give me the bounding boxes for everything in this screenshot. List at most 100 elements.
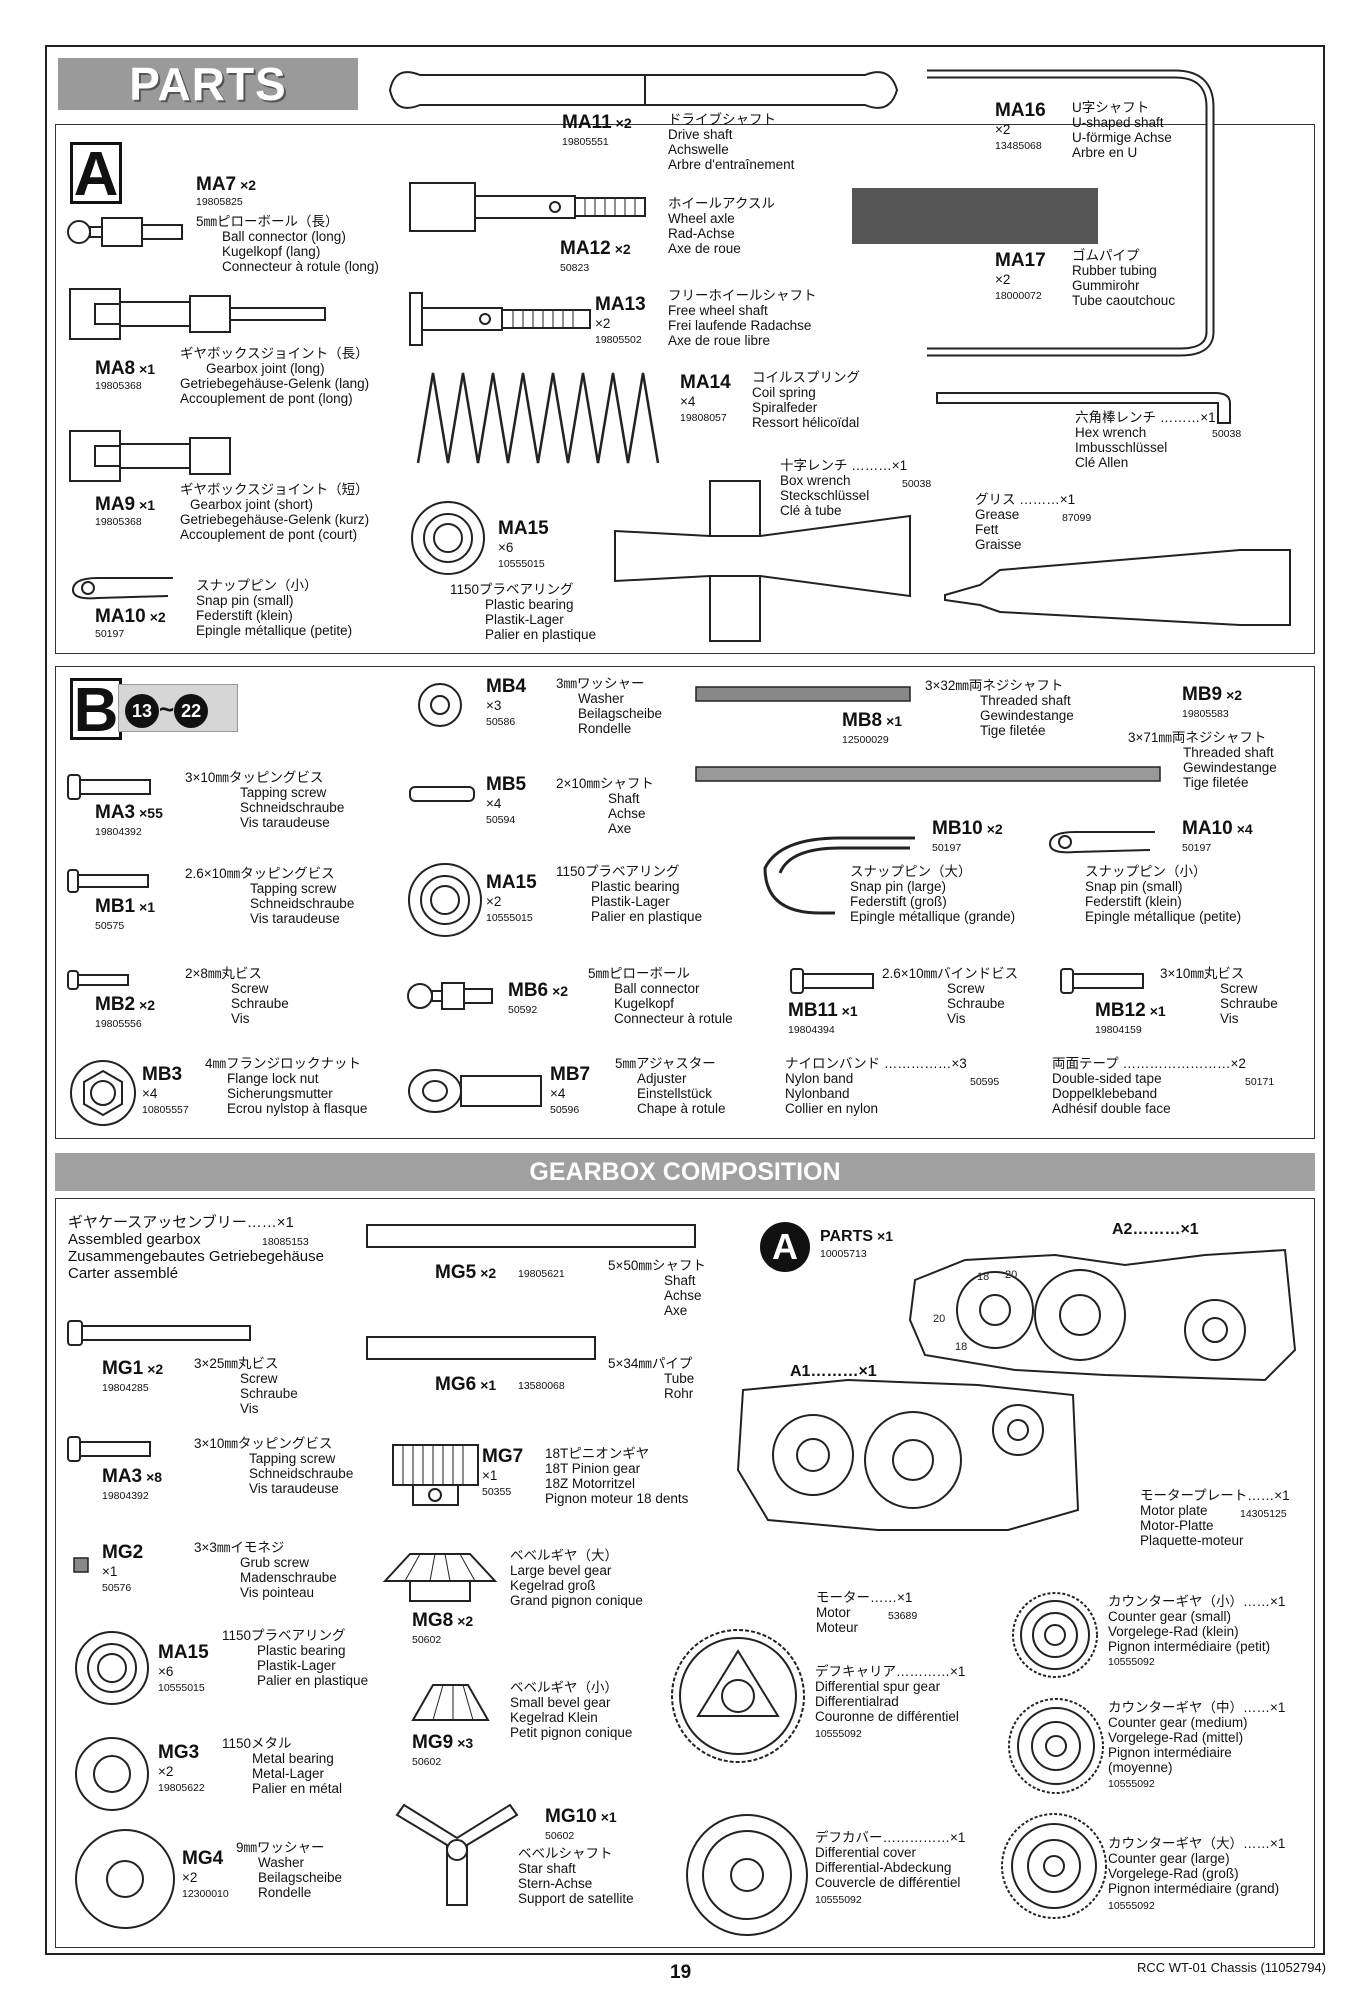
parts-a-badge: A — [760, 1222, 810, 1272]
spur-gear-number: 10555092 — [815, 1728, 862, 1740]
shaft-5x50-drawing — [366, 1224, 696, 1248]
snap-pin-small-b-drawing — [1048, 831, 1155, 854]
ma10-b-desc: スナップピン（小）Snap pin (small)Federstift (kle… — [1085, 864, 1242, 924]
motor-plate-number: 14305125 — [1240, 1508, 1287, 1520]
u-shaped-shaft-drawing — [927, 69, 1215, 357]
snap-pin-large-drawing — [763, 836, 915, 915]
mb4-number: 50586 — [486, 716, 516, 728]
svg-text:20: 20 — [1005, 1269, 1017, 1281]
ma7-code: MA7×2 — [196, 174, 257, 195]
plastic-bearing-drawing — [411, 501, 485, 575]
ma15-g-qty: ×6 — [158, 1664, 174, 1679]
mb1-code: MB1×1 — [95, 896, 156, 917]
ma13-code: MA13 — [595, 294, 646, 315]
ma7-number: 19805825 — [196, 196, 243, 208]
mb11-number: 19804394 — [788, 1024, 835, 1036]
panel-bag-b — [55, 666, 1315, 1139]
ma10-b-number: 50197 — [1182, 842, 1212, 854]
ma3-b-code: MA3×55 — [95, 802, 163, 823]
ma13-number: 19805502 — [595, 334, 642, 346]
small-bevel-gear-drawing — [411, 1684, 490, 1721]
hex-wrench-number: 50038 — [1212, 428, 1242, 440]
mg2-qty: ×1 — [102, 1564, 118, 1579]
counter-gear-medium-number: 10555092 — [1108, 1778, 1155, 1790]
mb3-qty: ×4 — [142, 1086, 158, 1101]
mb5-code: MB5 — [486, 774, 527, 795]
mb4-qty: ×3 — [486, 698, 502, 713]
ma3-g-code: MA3×8 — [102, 1466, 163, 1487]
gearbox-header: GEARBOX COMPOSITION — [55, 1153, 1315, 1191]
mg7-code: MG7 — [482, 1446, 524, 1467]
mg10-number: 50602 — [545, 1830, 575, 1842]
mg5-code: MG5×2 — [435, 1262, 497, 1283]
ma8-desc: ギヤボックスジョイント（長）Gearbox joint (long)Getrie… — [180, 346, 370, 406]
ma15-b-number: 10555015 — [486, 912, 533, 924]
mb7-qty: ×4 — [550, 1086, 566, 1101]
step-range: 13~22 — [118, 684, 238, 732]
counter-gear-small-number: 10555092 — [1108, 1656, 1155, 1668]
counter-gear-large-number: 10555092 — [1108, 1900, 1155, 1912]
differential-cover-drawing — [686, 1814, 808, 1936]
panel-bag-a — [55, 124, 1315, 654]
mb1-number: 50575 — [95, 920, 125, 932]
ball-connector-long-drawing — [67, 217, 183, 247]
grease-number: 87099 — [1062, 512, 1092, 524]
ma12-code: MA12×2 — [560, 238, 631, 259]
pinion-gear-drawing — [392, 1444, 479, 1506]
ma13-qty: ×2 — [595, 316, 611, 331]
parts-header: PARTS — [58, 58, 358, 110]
ma11-number: 19805551 — [562, 136, 609, 148]
ma15-g-code: MA15 — [158, 1642, 209, 1663]
plastic-bearing-g-drawing — [75, 1631, 149, 1705]
mg4-code: MG4 — [182, 1848, 224, 1869]
ma15-b-qty: ×2 — [486, 894, 502, 909]
gearbox-joint-short-drawing — [69, 430, 231, 482]
ma17-code: MA17 — [995, 250, 1046, 271]
ma17-qty: ×2 — [995, 272, 1011, 287]
ma9-desc: ギヤボックスジョイント（短）Gearbox joint (short)Getri… — [180, 482, 370, 542]
ma12-number: 50823 — [560, 262, 590, 274]
ma11-code: MA11×2 — [562, 112, 632, 133]
mb8-code: MB8×1 — [842, 710, 903, 731]
a1-label: A1………×1 — [790, 1363, 877, 1380]
snap-pin-small-a-drawing — [71, 577, 173, 600]
assembled-gearbox-number: 18085153 — [262, 1236, 309, 1248]
mg6-number: 13580068 — [518, 1380, 565, 1392]
free-wheel-shaft-drawing — [409, 292, 591, 346]
mb10-code: MB10×2 — [932, 818, 1003, 839]
washer-9mm-drawing — [75, 1829, 175, 1929]
counter-gear-medium-drawing — [1008, 1698, 1104, 1794]
mg2-number: 50576 — [102, 1582, 132, 1594]
tapping-screw-2.6x10-drawing — [67, 869, 149, 893]
ma10-desc: スナップピン（小）Snap pin (small)Federstift (kle… — [196, 578, 353, 638]
ma16-qty: ×2 — [995, 122, 1011, 137]
mb3-number: 10805557 — [142, 1104, 189, 1116]
mg1-number: 19804285 — [102, 1382, 149, 1394]
ma8-number: 19805368 — [95, 380, 142, 392]
ma16-code: MA16 — [995, 100, 1046, 121]
mg2-code: MG2 — [102, 1542, 144, 1563]
screw-2x8-drawing — [67, 970, 129, 990]
ma16-number: 13485068 — [995, 140, 1042, 152]
mb10-number: 50197 — [932, 842, 962, 854]
